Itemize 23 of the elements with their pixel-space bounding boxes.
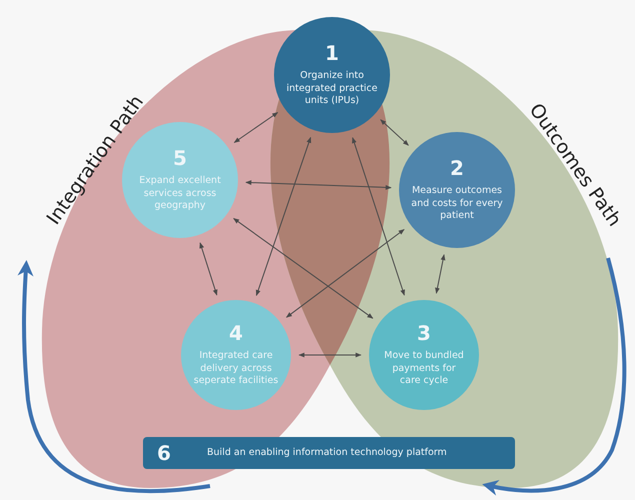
connector-arrow [298, 352, 362, 358]
step-number: 2 [450, 156, 464, 179]
step-number: 6 [157, 442, 172, 464]
step-number: 5 [173, 146, 187, 169]
connector-arrow [380, 119, 409, 146]
connector-arrow [233, 218, 374, 319]
step-text: Organize into integrated practice units (IPUs) [286, 70, 378, 108]
connector-arrow [352, 137, 405, 296]
step-text: Build an enabling information technology platform [207, 446, 447, 460]
step-number: 4 [229, 322, 243, 344]
step-text: Integrated care delivery across seperate facilities [193, 350, 279, 388]
connector-arrow [234, 112, 278, 143]
connector-arrow [286, 228, 405, 318]
connector-arrow [245, 180, 392, 190]
connector-arrow [199, 242, 218, 296]
step-number: 1 [325, 42, 339, 64]
step-bar [143, 437, 515, 469]
step-text: Move to bundled payments for care cycle [383, 350, 465, 388]
connector-arrow [435, 254, 446, 294]
connector-arrow [256, 136, 312, 296]
step-text: Expand excellent services across geography [138, 174, 222, 214]
step-text: Measure outcomes and costs for every patient [411, 184, 503, 224]
step-number: 3 [417, 322, 431, 344]
